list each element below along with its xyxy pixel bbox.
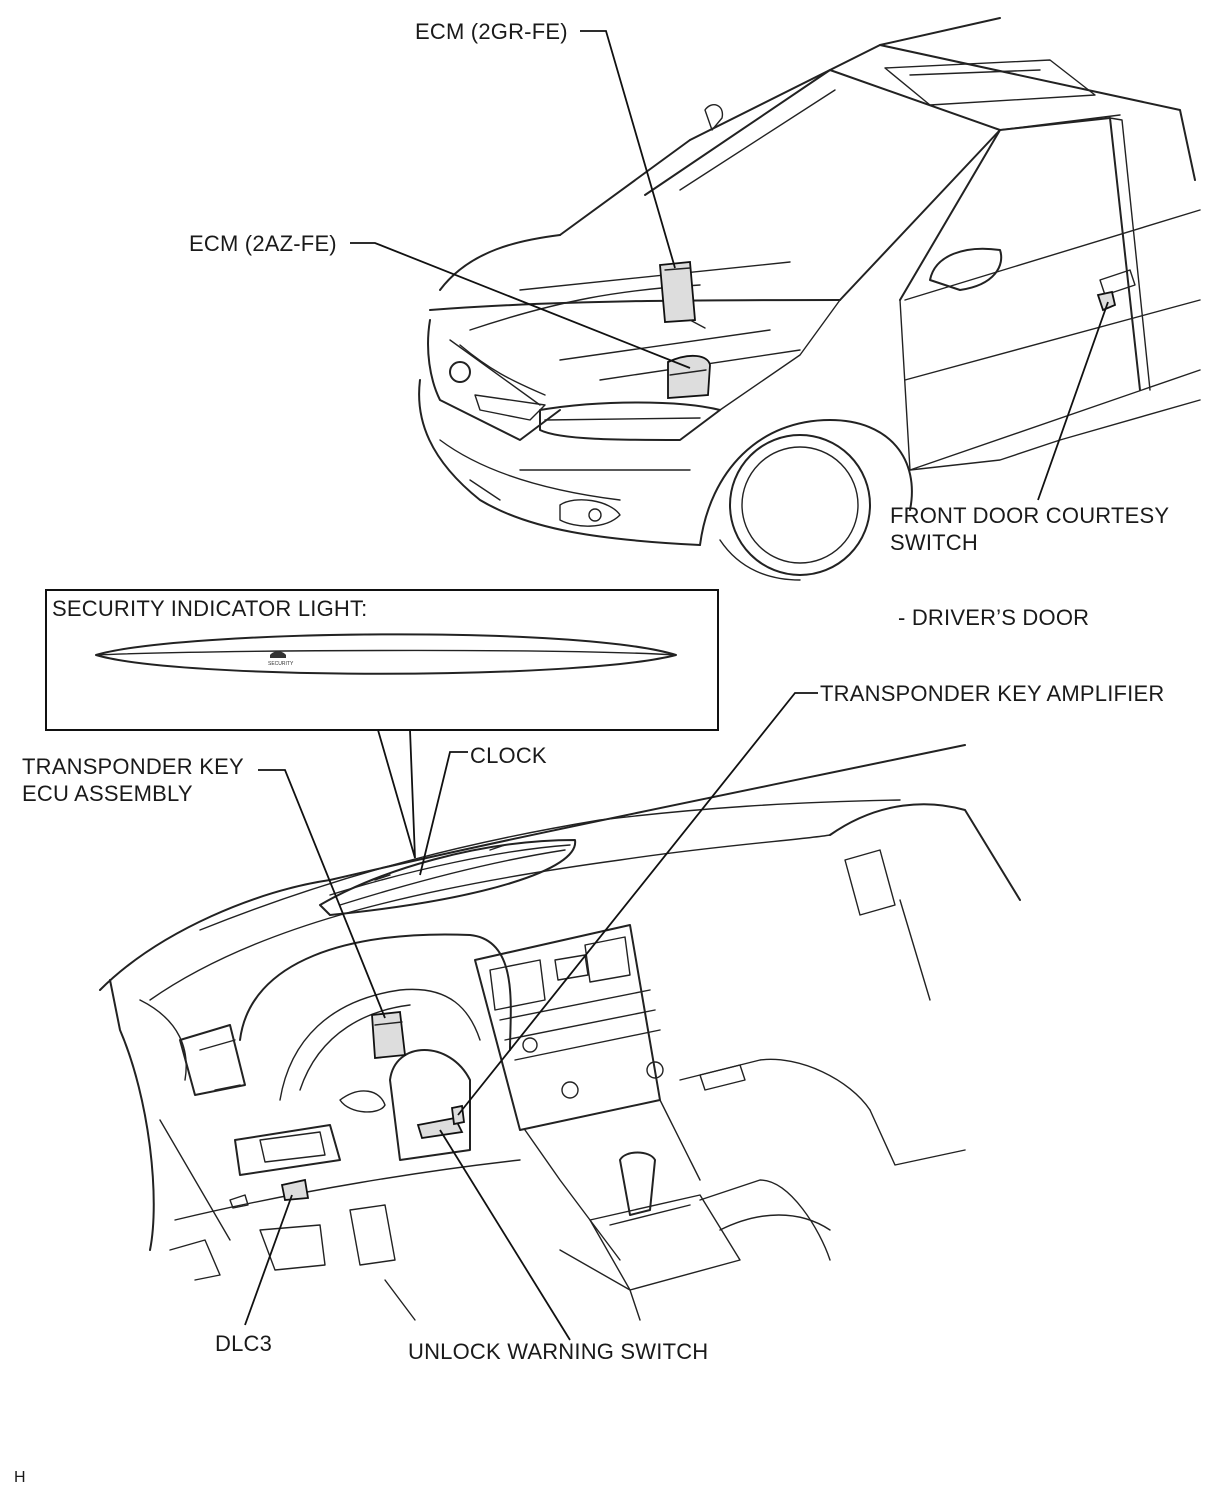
ecm-2az-unit: [667, 355, 711, 399]
leader-dlc3: [244, 1194, 293, 1326]
figure-code: H: [14, 1469, 26, 1486]
label-ecm-2gr: ECM (2GR-FE): [415, 19, 568, 44]
leader-transponder-amp: [457, 692, 818, 1116]
dashboard-illustration: [99, 744, 1021, 1321]
leader-transponder-ecu: [258, 769, 386, 1019]
label-clock: CLOCK: [470, 743, 547, 768]
label-unlock-warning-switch: UNLOCK WARNING SWITCH: [408, 1339, 709, 1364]
label-dlc3: DLC3: [215, 1331, 273, 1356]
label-transponder-ecu-line2: ECU ASSEMBLY: [22, 781, 193, 806]
dlc3-connector: [280, 1178, 310, 1201]
label-front-door-courtesy-line1: FRONT DOOR COURTESY: [890, 503, 1170, 528]
leader-ecm-2gr: [580, 30, 676, 269]
security-indicator-icon: SECURITY: [268, 651, 294, 667]
courtesy-switch-part: [1096, 290, 1117, 312]
leader-unlock-warning: [439, 1129, 571, 1341]
label-front-door-courtesy-line2: SWITCH: [890, 530, 978, 555]
label-security-indicator: SECURITY INDICATOR LIGHT:: [52, 596, 368, 621]
leader-front-door: [1037, 301, 1109, 501]
ecm-2gr-unit: [659, 261, 706, 329]
label-transponder-ecu-line1: TRANSPONDER KEY: [22, 754, 244, 779]
label-transponder-amplifier: TRANSPONDER KEY AMPLIFIER: [820, 681, 1165, 706]
leader-ecm-2az: [350, 242, 691, 369]
car-illustration: [418, 17, 1201, 581]
transponder-ecu-unit: [371, 1011, 406, 1059]
security-mark: SECURITY: [268, 661, 294, 667]
label-drivers-door: - DRIVER’S DOOR: [898, 605, 1090, 630]
leader-clock: [419, 751, 468, 876]
label-ecm-2az: ECM (2AZ-FE): [189, 231, 337, 256]
security-indicator-box: [45, 589, 719, 731]
